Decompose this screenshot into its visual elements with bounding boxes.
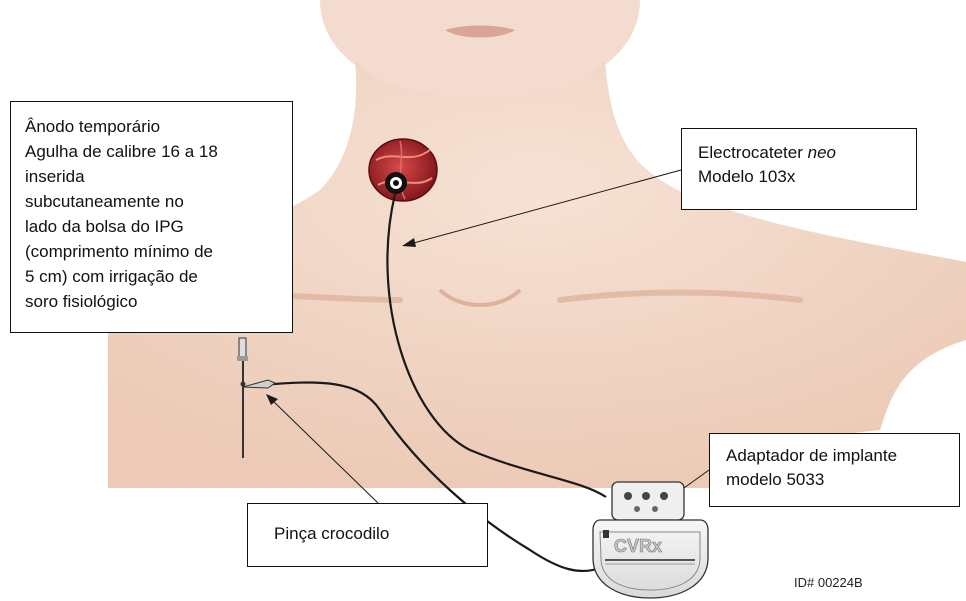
anode-line-2: Agulha de calibre 16 a 18 <box>25 139 282 164</box>
lead-line-1: Electrocateter neo <box>698 141 906 165</box>
lead-line-2: Modelo 103x <box>698 165 906 189</box>
anode-line-4: subcutaneamente no <box>25 189 282 214</box>
anode-line-5: lado da bolsa do IPG <box>25 214 282 239</box>
device-logo: CVRx <box>614 536 662 556</box>
device-header <box>612 482 684 520</box>
anode-line-3: inserida <box>25 164 282 189</box>
anode-line-6: (comprimento mínimo de <box>25 239 282 264</box>
lead-callout: Electrocateter neo Modelo 103x <box>681 128 917 210</box>
anode-line-1: Ânodo temporário <box>25 114 282 139</box>
ipg-device: CVRx <box>593 482 708 598</box>
anode-line-7: 5 cm) com irrigação de <box>25 264 282 289</box>
carotid-vessel-view <box>369 139 437 201</box>
reference-id: ID# 00224B <box>794 575 863 590</box>
lead-prefix: Electrocateter <box>698 143 808 162</box>
vessel-circle <box>369 139 437 201</box>
anode-callout: Ânodo temporário Agulha de calibre 16 a … <box>10 101 293 333</box>
anode-line-8: soro fisiológico <box>25 289 282 314</box>
clip-label: Pinça crocodilo <box>274 522 477 546</box>
adapter-line-1: Adaptador de implante <box>726 444 949 468</box>
adapter-line-2: modelo 5033 <box>726 468 949 492</box>
adapter-callout: Adaptador de implante modelo 5033 <box>709 433 960 507</box>
lead-italic: neo <box>808 143 836 162</box>
clip-callout: Pinça crocodilo <box>247 503 488 567</box>
